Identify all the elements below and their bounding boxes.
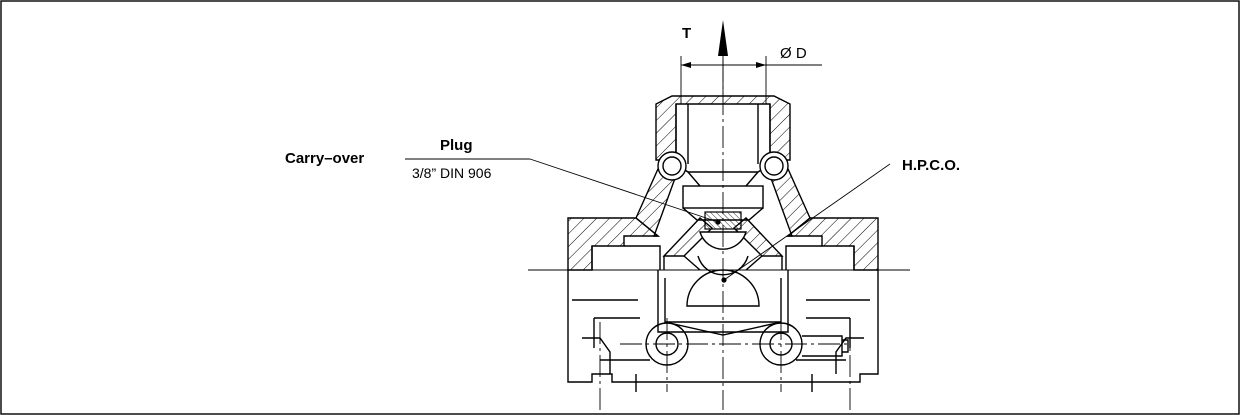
t-label: T <box>682 25 691 42</box>
flow-arrow-icon <box>718 20 728 56</box>
top-cap <box>655 95 791 187</box>
plug-label: Plug <box>440 137 473 154</box>
leader-lines <box>405 158 891 283</box>
upper-body <box>567 158 879 276</box>
carry-over-label: Carry–over <box>285 150 364 167</box>
hpco-label: H.P.C.O. <box>902 157 960 174</box>
plug-spec-label: 3/8” DIN 906 <box>412 165 492 181</box>
dimension-lines <box>680 20 822 104</box>
center-lines <box>528 60 910 410</box>
diameter-label: Ø D <box>780 45 807 62</box>
